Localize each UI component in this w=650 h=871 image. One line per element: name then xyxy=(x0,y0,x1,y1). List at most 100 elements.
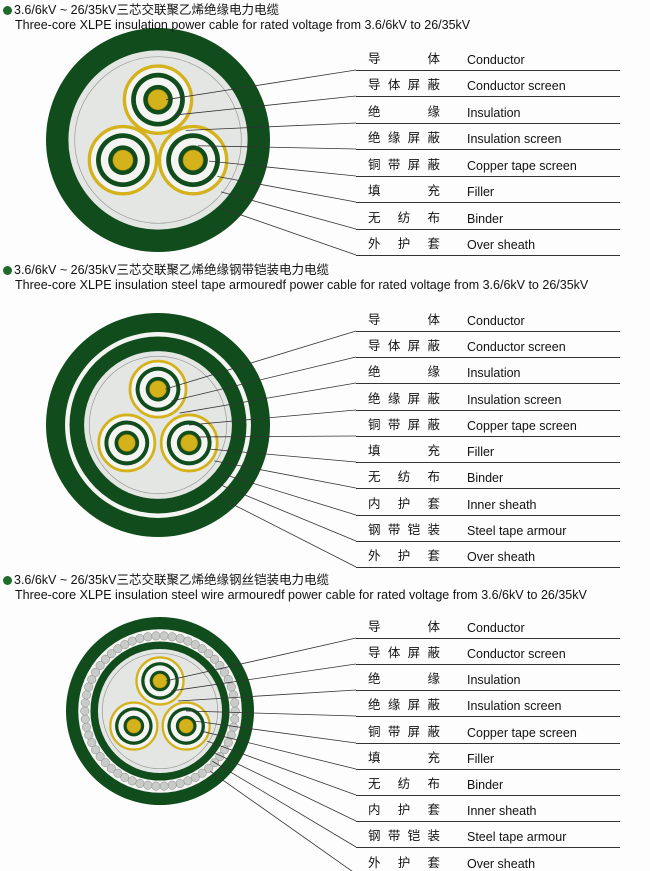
steel-wire xyxy=(100,654,110,664)
layer-name-en: Steel tape armour xyxy=(467,830,567,844)
steel-wire xyxy=(210,654,220,664)
steel-wire xyxy=(204,763,214,773)
leader-line xyxy=(188,409,357,426)
leader-line xyxy=(220,484,357,542)
bullet-icon xyxy=(3,6,12,15)
conductor xyxy=(147,89,169,111)
leader-line xyxy=(214,460,357,489)
layer-name-cn: 填充 xyxy=(368,751,440,765)
steel-wire xyxy=(151,631,161,641)
steel-wire xyxy=(120,772,130,782)
layer-name-en: Conductor xyxy=(467,621,525,635)
steel-wire xyxy=(113,768,123,778)
layer-name-en: Filler xyxy=(467,445,495,459)
layer-name-cn: 内护套 xyxy=(368,497,440,511)
steel-wire xyxy=(230,698,240,708)
layer-name-cn: 绝缘 xyxy=(368,365,440,379)
layer-name-en: Over sheath xyxy=(467,857,536,871)
conductor xyxy=(118,434,136,452)
layer-name-cn: 绝缘屏蔽 xyxy=(368,698,440,712)
layer-name-en: Binder xyxy=(467,471,504,485)
steel-wire xyxy=(223,674,233,684)
leader-line xyxy=(212,760,357,848)
steel-wire xyxy=(223,738,233,748)
layer-name-en: Binder xyxy=(467,778,504,792)
layer-label: 绝缘 Insulation xyxy=(356,357,620,384)
steel-wire xyxy=(167,780,177,790)
layer-name-en: Conductor xyxy=(467,53,525,67)
layer-name-cn: 铜带屏蔽 xyxy=(368,158,440,172)
section-title-cn: 3.6/6kV ~ 26/35kV三芯交联聚乙烯绝缘钢带铠装电力电缆 xyxy=(14,263,330,277)
layer-name-en: Over sheath xyxy=(467,550,536,564)
steel-wire xyxy=(91,745,101,755)
steel-wire xyxy=(159,781,169,791)
conductor xyxy=(182,149,204,171)
binder xyxy=(74,56,242,224)
layer-label: 填充 Filler xyxy=(356,743,620,770)
layer-name-en: Steel tape armour xyxy=(467,524,567,538)
leader-line xyxy=(201,730,357,770)
binder xyxy=(101,652,219,770)
leader-line xyxy=(198,435,357,438)
steel-wire xyxy=(159,631,169,641)
steel-wire xyxy=(230,706,240,716)
layer-name-cn: 钢带铠装 xyxy=(368,523,440,537)
steel-wire xyxy=(87,738,97,748)
layer-name-en: Insulation xyxy=(467,366,521,380)
steel-wire xyxy=(80,698,90,708)
steel-wire xyxy=(82,690,92,700)
section-title-en: Three-core XLPE insulation steel tape ar… xyxy=(15,278,589,292)
conductor xyxy=(178,718,194,734)
conductor xyxy=(126,718,142,734)
layer-name-cn: 外护套 xyxy=(368,237,440,251)
leader-line xyxy=(210,750,357,822)
layer-label: 外护套 Over sheath xyxy=(356,541,620,568)
steel-wire xyxy=(175,634,185,644)
steel-wire xyxy=(120,640,130,650)
steel-wire xyxy=(204,649,214,659)
leader-line xyxy=(178,689,357,702)
steel-wire xyxy=(106,649,116,659)
layer-name-cn: 外护套 xyxy=(368,549,440,563)
steel-wire xyxy=(175,778,185,788)
steel-wire xyxy=(80,706,90,716)
leader-line xyxy=(171,663,357,692)
layer-name-cn: 导体屏蔽 xyxy=(368,339,440,353)
steel-wire xyxy=(197,768,207,778)
steel-wire xyxy=(100,758,110,768)
layer-label: 无纺布 Binder xyxy=(356,462,620,489)
layer-name-cn: 绝缘屏蔽 xyxy=(368,392,440,406)
layer-name-en: Filler xyxy=(467,752,495,766)
leader-line xyxy=(217,176,357,203)
leader-line xyxy=(197,145,357,150)
layer-name-cn: 无纺布 xyxy=(368,470,440,484)
conductor xyxy=(152,673,168,689)
steel-wire xyxy=(143,780,153,790)
layer-name-en: Copper tape screen xyxy=(467,419,577,433)
binder xyxy=(88,355,228,495)
steel-wire xyxy=(183,776,193,786)
layer-name-cn: 绝缘 xyxy=(368,105,440,119)
leader-line xyxy=(166,69,357,101)
layer-name-en: Conductor screen xyxy=(467,647,566,661)
leader-line xyxy=(209,160,357,177)
layer-name-cn: 无纺布 xyxy=(368,777,440,791)
section-title-cn: 3.6/6kV ~ 26/35kV三芯交联聚乙烯绝缘钢丝铠装电力电缆 xyxy=(14,573,330,587)
layer-label: 钢带铠装 Steel tape armour xyxy=(356,515,620,542)
steel-wire xyxy=(190,772,200,782)
bullet-icon xyxy=(3,576,12,585)
layer-name-en: Conductor screen xyxy=(467,79,566,93)
leader-line xyxy=(165,330,357,390)
